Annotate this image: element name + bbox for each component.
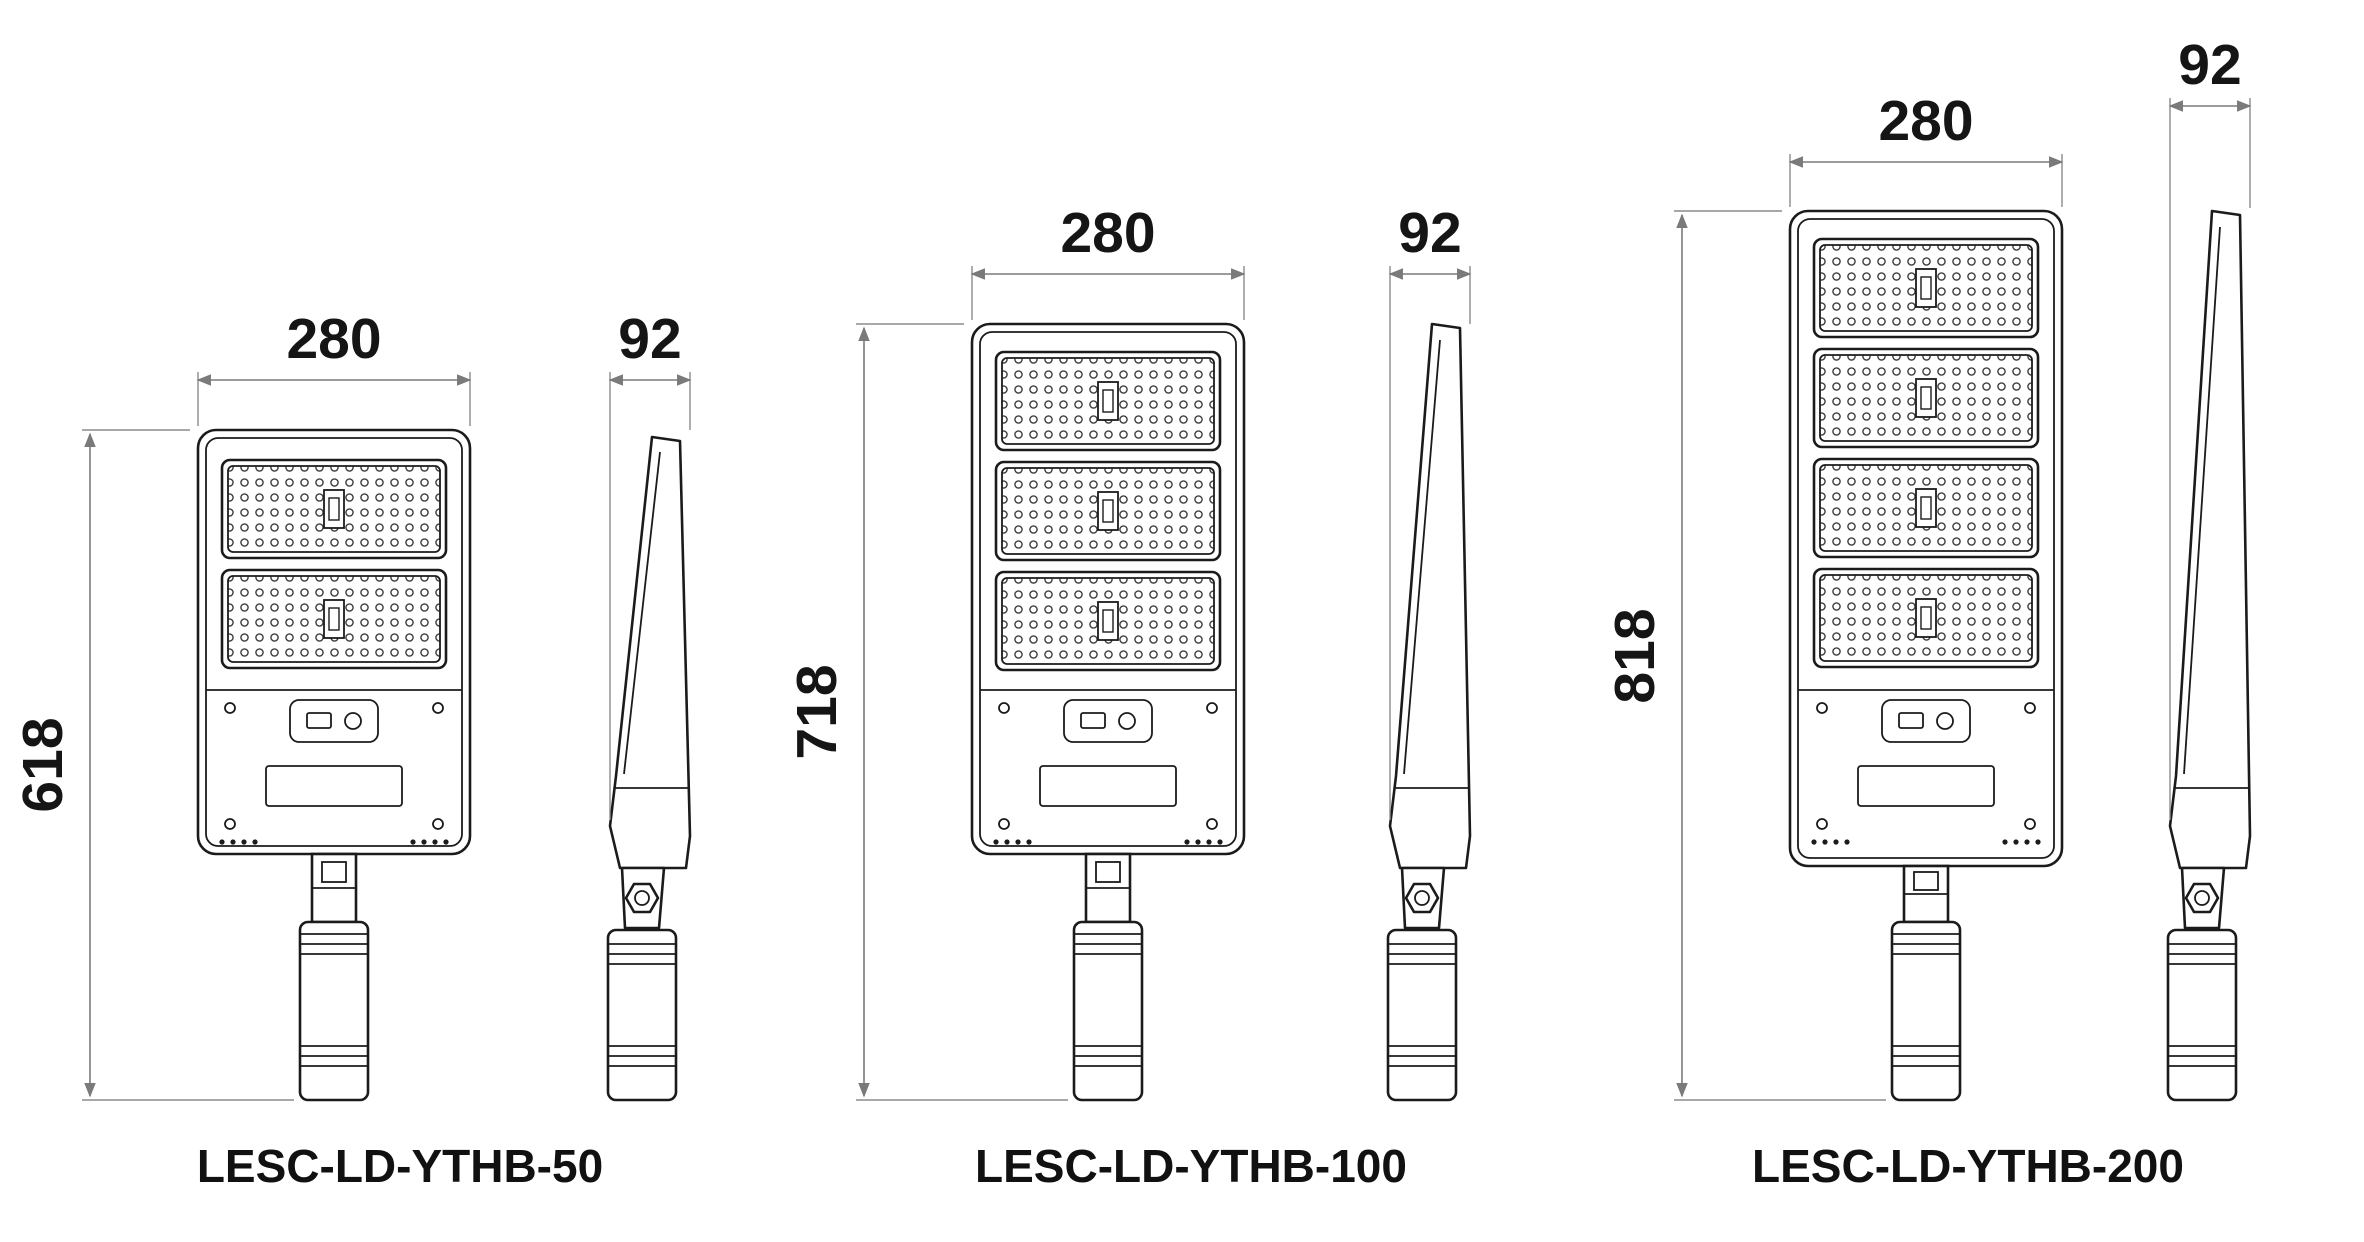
- lamp-body-inner-100: [979, 331, 1237, 847]
- model-name-50: LESC-LD-YTHB-50: [197, 1140, 603, 1192]
- lamp-profile-200: [2168, 209, 2252, 870]
- front-view-100: [970, 322, 1246, 1102]
- led-panel: [994, 350, 1222, 452]
- height-label: 818: [1603, 608, 1667, 703]
- height-dimension-200: 818: [1603, 210, 1886, 1101]
- led-panel: [994, 570, 1222, 672]
- side-view-50: [606, 435, 692, 1102]
- width-label: 280: [1878, 89, 1973, 153]
- depth-dimension-50: 92: [608, 307, 692, 820]
- lamp-profile-50: [608, 435, 692, 870]
- side-mount: [1386, 866, 1458, 1102]
- model-name-200: LESC-LD-YTHB-200: [1752, 1140, 2184, 1192]
- led-panel: [1812, 347, 2040, 449]
- lamp-body-inner-50: [205, 437, 463, 847]
- depth-label: 92: [1398, 201, 1461, 265]
- model-200-drawing: 280 818 92 LESC-LD-YTHB-200: [1603, 33, 2252, 1192]
- front-view-200: [1788, 209, 2064, 1102]
- led-panel: [220, 458, 448, 560]
- led-panel: [1812, 237, 2040, 339]
- front-view-50: [196, 428, 472, 1102]
- led-panel: [994, 460, 1222, 562]
- width-label: 280: [286, 307, 381, 371]
- model-50-drawing: 280 618 92 LESC-LD-YTHB-50: [11, 307, 692, 1192]
- mount-pole: [298, 920, 370, 1102]
- width-dimension-200: 280: [1788, 89, 2064, 207]
- height-label: 718: [785, 664, 849, 759]
- side-view-200: [2166, 209, 2252, 1102]
- side-view-100: [1386, 322, 1472, 1102]
- side-mount: [2166, 866, 2238, 1102]
- led-panel: [220, 568, 448, 670]
- depth-dimension-100: 92: [1388, 201, 1472, 820]
- width-label: 280: [1060, 201, 1155, 265]
- depth-label: 92: [618, 307, 681, 371]
- depth-dimension-200: 92: [2168, 33, 2252, 820]
- model-100-drawing: 280 718 92 LESC-LD-YTHB-100: [785, 201, 1472, 1192]
- led-panel: [1812, 567, 2040, 669]
- height-label: 618: [11, 717, 75, 812]
- model-name-100: LESC-LD-YTHB-100: [975, 1140, 1407, 1192]
- width-dimension-100: 280: [970, 201, 1246, 320]
- height-dimension-50: 618: [11, 429, 294, 1101]
- side-mount: [606, 866, 678, 1102]
- led-panel: [1812, 457, 2040, 559]
- lamp-body-inner-200: [1797, 218, 2055, 859]
- height-dimension-100: 718: [785, 323, 1068, 1101]
- mount-pole: [1890, 920, 1962, 1102]
- mount-pole: [1072, 920, 1144, 1102]
- depth-label: 92: [2178, 33, 2241, 97]
- width-dimension-50: 280: [196, 307, 472, 426]
- lamp-profile-100: [1388, 322, 1472, 870]
